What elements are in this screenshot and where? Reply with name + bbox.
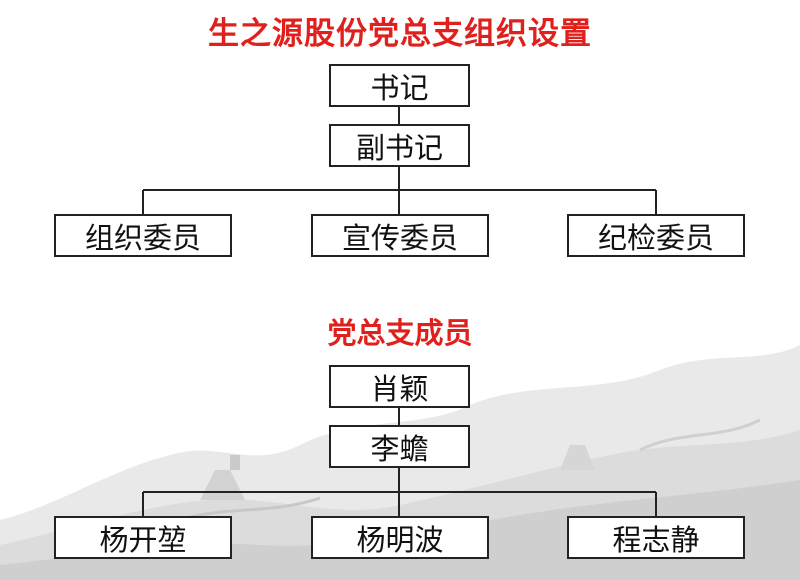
member-box-1: 杨开堃	[54, 516, 232, 559]
discipline-committee-box: 纪检委员	[567, 214, 745, 257]
publicity-committee-box: 宣传委员	[311, 214, 489, 257]
secretary-box: 书记	[329, 64, 470, 107]
organization-committee-box: 组织委员	[54, 214, 232, 257]
org-chart-title: 生之源股份党总支组织设置	[208, 16, 592, 52]
member-secretary-box: 肖颖	[329, 365, 470, 408]
member-box-2: 杨明波	[311, 516, 489, 559]
members-chart-title: 党总支成员	[327, 316, 473, 350]
member-deputy-secretary-box: 李蟾	[329, 425, 470, 468]
deputy-secretary-box: 副书记	[329, 124, 470, 167]
member-box-3: 程志静	[567, 516, 745, 559]
